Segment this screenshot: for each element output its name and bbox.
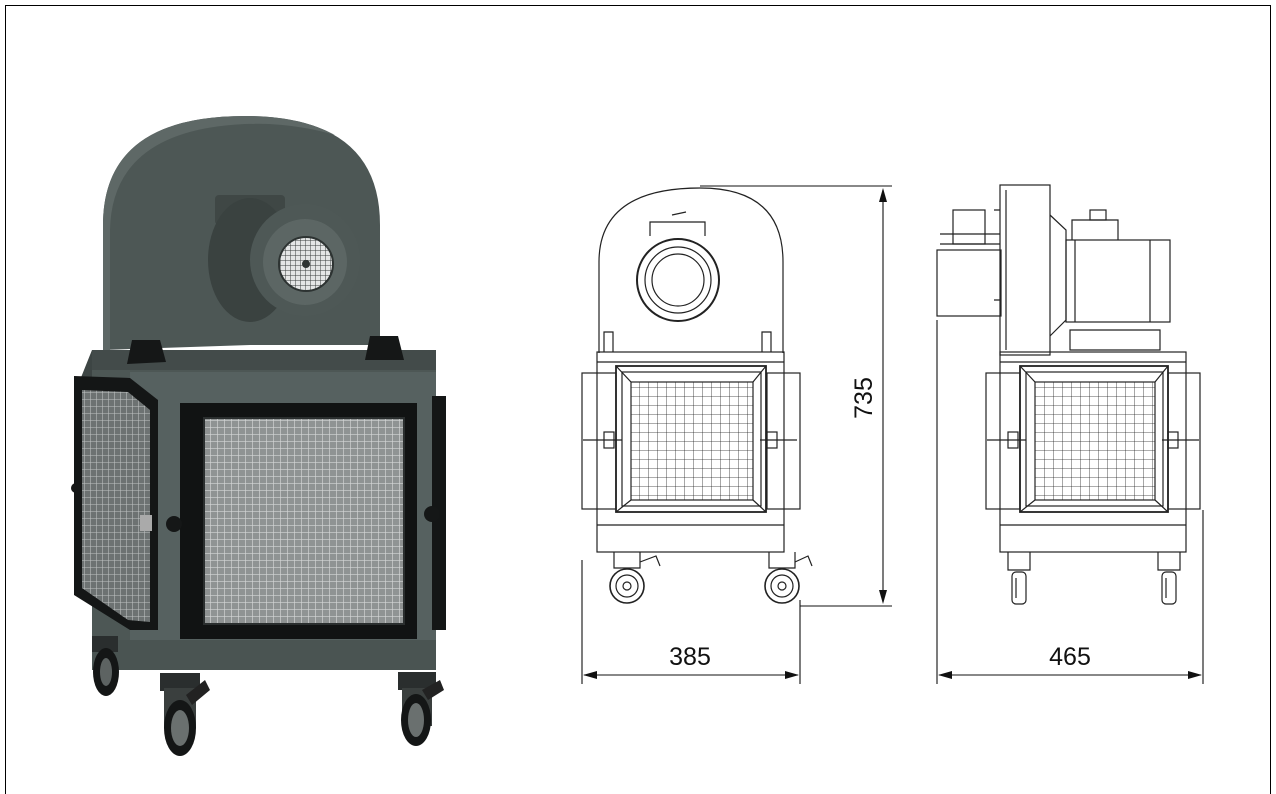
motor <box>208 195 360 322</box>
front-view-drawing <box>581 187 813 604</box>
side-view-drawing <box>936 184 1201 605</box>
dimension-height-label: 735 <box>850 377 878 419</box>
dimension-front-width-label: 385 <box>669 643 711 671</box>
caster-front-left-icon <box>160 673 210 756</box>
front-filter-mesh <box>204 418 404 624</box>
product-photo <box>71 116 446 756</box>
dimension-lines <box>581 185 1204 684</box>
drawing-frame <box>5 5 1271 794</box>
dimension-side-width-label: 465 <box>1049 643 1091 671</box>
knob-right-icon <box>424 506 440 522</box>
knob-left-icon <box>166 516 182 532</box>
handle-left-icon <box>127 340 166 364</box>
caster-back-left-icon <box>92 636 119 696</box>
side-filter-mesh <box>82 390 150 622</box>
caster-front-right-icon <box>398 672 444 746</box>
handle-right-icon <box>365 336 404 360</box>
